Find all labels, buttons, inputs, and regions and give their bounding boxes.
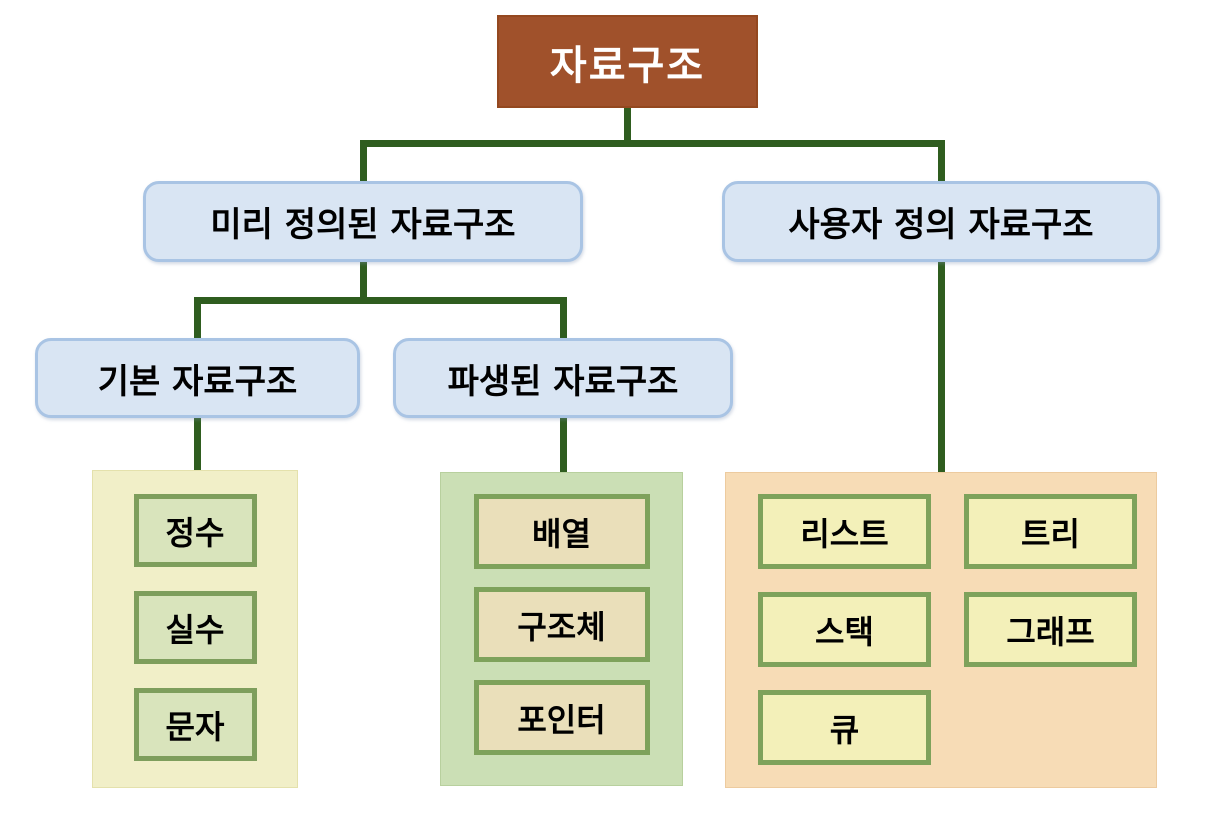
leaf-pointer-label: 포인터 <box>517 700 606 739</box>
leaf-array: 배열 <box>473 494 650 569</box>
leaf-real-number: 실수 <box>133 591 257 664</box>
connector-user-to-group <box>938 262 945 472</box>
leaf-list-label: 리스트 <box>800 514 889 553</box>
root-node-data-structure: 자료구조 <box>497 15 758 108</box>
leaf-struct-label: 구조체 <box>517 607 606 646</box>
leaf-queue: 큐 <box>758 690 931 765</box>
leaf-graph-label: 그래프 <box>1006 612 1095 651</box>
connector-basic-to-group <box>194 418 201 470</box>
connector-to-user-defined <box>938 140 945 181</box>
connector-level1-hbar <box>360 140 945 147</box>
node-predefined-label: 미리 정의된 자료구조 <box>210 205 516 245</box>
node-basic-data-structure: 기본 자료구조 <box>35 338 360 418</box>
connector-level2-hbar <box>194 297 567 304</box>
leaf-queue-label: 큐 <box>829 710 860 749</box>
connector-derived-to-group <box>560 418 567 472</box>
node-derived-data-structure: 파생된 자료구조 <box>393 338 733 418</box>
group-user-defined-types: 리스트 트리 스택 그래프 큐 <box>725 472 1157 788</box>
leaf-character-label: 문자 <box>165 707 225 746</box>
root-node-label: 자료구조 <box>549 42 706 89</box>
leaf-character: 문자 <box>133 688 257 761</box>
leaf-integer-label: 정수 <box>165 513 225 552</box>
node-user-defined-data-structure: 사용자 정의 자료구조 <box>722 181 1160 262</box>
leaf-tree: 트리 <box>964 494 1137 569</box>
leaf-struct: 구조체 <box>473 587 650 662</box>
group-basic-types: 정수 실수 문자 <box>92 470 298 788</box>
leaf-pointer: 포인터 <box>473 680 650 755</box>
node-user-defined-label: 사용자 정의 자료구조 <box>788 205 1094 245</box>
connector-predefined-tap <box>360 262 367 304</box>
node-predefined-data-structure: 미리 정의된 자료구조 <box>143 181 583 262</box>
leaf-array-label: 배열 <box>532 514 591 553</box>
leaf-graph: 그래프 <box>964 592 1137 667</box>
connector-to-basic <box>194 297 201 338</box>
leaf-stack: 스택 <box>758 592 931 667</box>
leaf-stack-label: 스택 <box>815 612 874 651</box>
connector-to-predefined <box>360 140 367 181</box>
leaf-integer: 정수 <box>133 494 257 567</box>
node-basic-label: 기본 자료구조 <box>97 361 298 402</box>
connector-root-tap <box>624 106 631 147</box>
group-derived-types: 배열 구조체 포인터 <box>440 472 683 786</box>
node-derived-label: 파생된 자료구조 <box>447 361 679 402</box>
connector-to-derived <box>560 297 567 338</box>
leaf-real-number-label: 실수 <box>165 610 225 649</box>
leaf-tree-label: 트리 <box>1021 514 1080 553</box>
leaf-list: 리스트 <box>758 494 931 569</box>
